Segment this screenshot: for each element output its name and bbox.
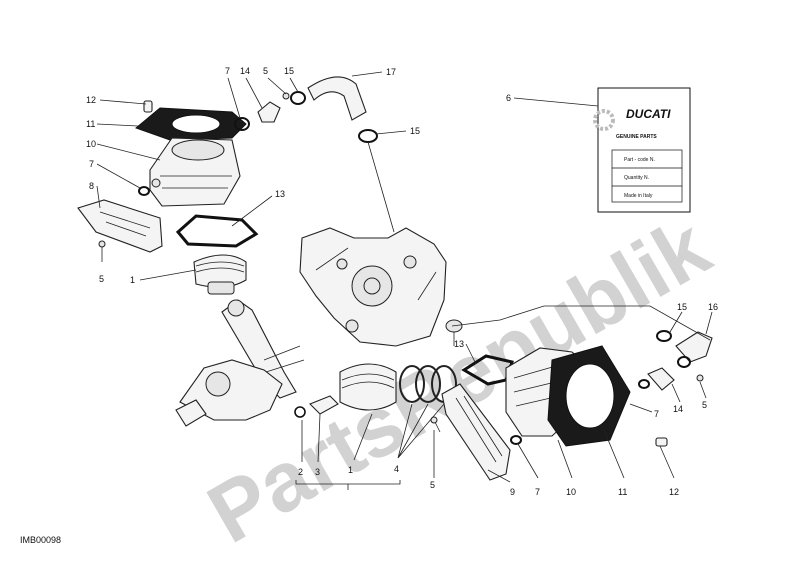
piston-lower xyxy=(339,363,397,411)
screw-right xyxy=(696,374,704,382)
callout-5-top: 5 xyxy=(263,66,268,76)
callout-15-right: 15 xyxy=(677,302,687,312)
dowel-pin-lower xyxy=(655,437,668,447)
label-brand: DUCATI xyxy=(626,107,671,121)
o-ring-lower xyxy=(510,435,522,445)
crank-shaft-end xyxy=(175,399,207,427)
callout-12-top: 12 xyxy=(86,95,96,105)
callout-1-lower: 1 xyxy=(348,465,353,475)
water-fitting-left xyxy=(257,101,281,123)
hose-clamp-mid xyxy=(358,129,378,143)
leader-lines xyxy=(96,71,713,490)
piston-ring-2 xyxy=(415,365,441,403)
water-fitting-right xyxy=(647,367,675,391)
piston-ring-1 xyxy=(399,365,425,403)
callout-14-right: 14 xyxy=(673,404,683,414)
callout-7-top: 7 xyxy=(225,66,230,76)
o-ring-left xyxy=(138,186,150,196)
base-gasket-upper xyxy=(175,214,259,248)
piston-pin xyxy=(309,395,339,415)
callout-4: 4 xyxy=(394,464,399,474)
hose-clamp-right-2 xyxy=(677,356,691,368)
callout-7-right: 7 xyxy=(654,409,659,419)
callout-6: 6 xyxy=(506,93,511,103)
callout-11-lower: 11 xyxy=(618,487,627,497)
callout-17: 17 xyxy=(386,67,396,77)
hose-clamp-top xyxy=(290,91,306,105)
gear-icon xyxy=(593,109,615,131)
callout-12-lower: 12 xyxy=(669,487,679,497)
chain-guide-right xyxy=(441,383,511,481)
callout-10-lower: 10 xyxy=(566,487,576,497)
callout-13-upper: 13 xyxy=(275,189,285,199)
callout-15-mid: 15 xyxy=(410,126,420,136)
hose-clamp-right xyxy=(656,330,672,342)
label-field-made-in: Made in Italy xyxy=(624,193,653,199)
image-code: IMB00098 xyxy=(20,535,61,545)
callout-14-top: 14 xyxy=(240,66,250,76)
circlip xyxy=(294,406,306,418)
gasket-bore-upper xyxy=(171,114,221,134)
callout-1-upper: 1 xyxy=(130,275,135,285)
callout-2: 2 xyxy=(298,467,303,477)
coolant-hose-top xyxy=(307,76,367,121)
callout-numbers: 12 11 10 7 8 5 1 7 14 5 15 17 15 13 6 13… xyxy=(86,66,718,497)
coolant-hose-right xyxy=(675,331,713,363)
label-subtitle: GENUINE PARTS xyxy=(616,134,657,140)
label-field-quantity: Quantity N. xyxy=(624,175,649,181)
crankshaft xyxy=(179,359,283,421)
cylinder-bore-upper xyxy=(171,139,225,161)
callout-11-top: 11 xyxy=(86,119,95,129)
callout-15-top: 15 xyxy=(284,66,294,76)
callout-5-right: 5 xyxy=(702,400,707,410)
gasket-bore-lower xyxy=(565,363,615,429)
o-ring-top xyxy=(234,117,250,131)
callout-10-top: 10 xyxy=(86,139,96,149)
callout-8: 8 xyxy=(89,181,94,191)
label-field-part-code: Part - code N. xyxy=(624,157,655,163)
callout-16: 16 xyxy=(708,302,718,312)
o-ring-right xyxy=(638,379,650,389)
callout-7-left: 7 xyxy=(89,159,94,169)
callout-9: 9 xyxy=(510,487,515,497)
callout-5-lower: 5 xyxy=(430,480,435,490)
callout-3: 3 xyxy=(315,467,320,477)
callout-7-lower: 7 xyxy=(535,487,540,497)
callout-5-left: 5 xyxy=(99,274,104,284)
chain-guide-left xyxy=(77,199,163,253)
callout-13-lower: 13 xyxy=(454,339,464,349)
dowel-pin xyxy=(143,100,153,113)
